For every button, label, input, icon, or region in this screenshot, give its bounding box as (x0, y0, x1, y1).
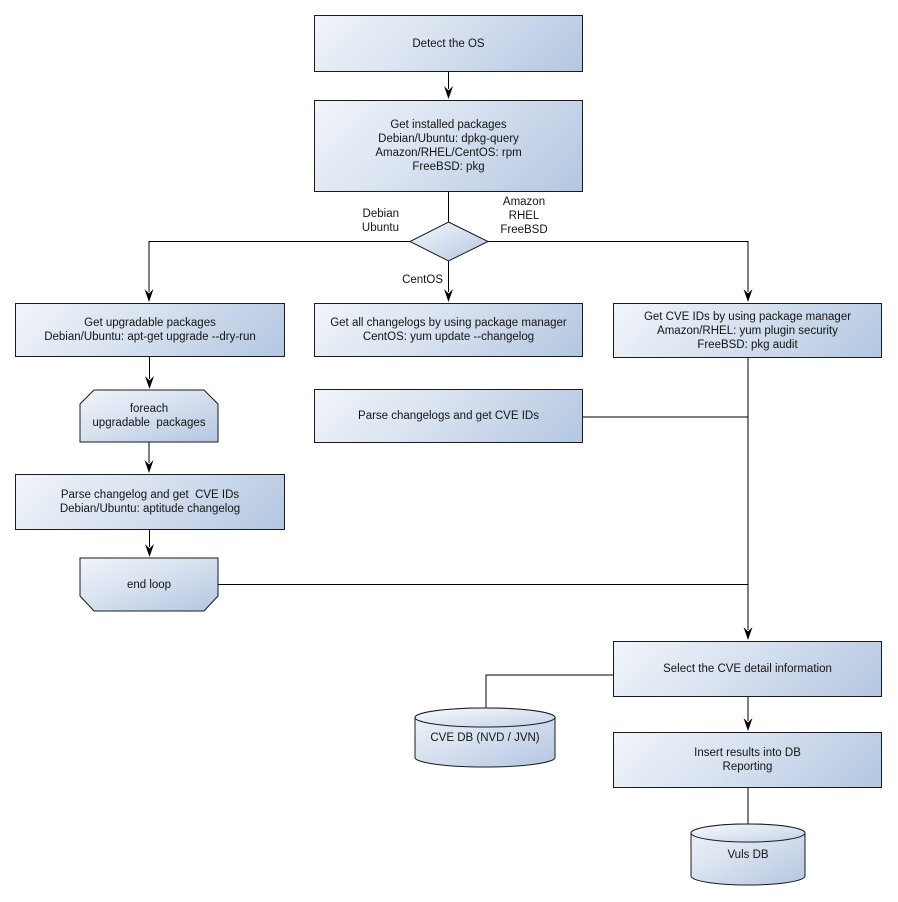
node-endloop-shape (79, 557, 219, 612)
node-os-decision-diamond (408, 221, 490, 262)
arrowhead (743, 289, 753, 302)
arrowhead (444, 289, 453, 302)
node-get-all-changelogs: Get all changelogs by using package mana… (314, 303, 583, 357)
node-cve-db-label: CVE DB (NVD / JVN) (430, 732, 540, 744)
node-parse-changelog: Parse changelog and get CVE IDs Debian/U… (15, 474, 285, 530)
node-insert-results: Insert results into DB Reporting (613, 732, 882, 788)
node-get-installed-packages: Get installed packages Debian/Ubuntu: dp… (314, 100, 583, 192)
arrowhead (145, 544, 154, 557)
arrowhead (444, 86, 453, 99)
edge-label-centos: CentOS (402, 274, 443, 286)
node-select-cve-detail: Select the CVE detail information (613, 641, 882, 697)
node-get-cve-ids: Get CVE IDs by using package manager Ama… (613, 303, 882, 358)
cve-db-cylinder-top (414, 707, 556, 728)
edge-label-amazon-rhel-freebsd: Amazon RHEL FreeBSD (500, 196, 548, 236)
arrowhead (743, 627, 753, 640)
edge-label-debian-ubuntu: Debian Ubuntu (361, 208, 399, 234)
node-detect-os: Detect the OS (314, 15, 583, 72)
node-foreach-shape (79, 389, 219, 443)
arrowhead (144, 289, 154, 302)
arrowhead (145, 376, 154, 389)
edge-decision-to-cveids (488, 241, 749, 292)
node-get-upgradable-packages: Get upgradable packages Debian/Ubuntu: a… (15, 303, 285, 357)
edge-decision-to-upgradable (148, 241, 410, 292)
vuls-db-cylinder-top (690, 823, 806, 843)
arrowhead (144, 460, 154, 473)
node-parse-changelogs: Parse changelogs and get CVE IDs (314, 389, 583, 443)
node-vuls-db-label: Vuls DB (727, 849, 769, 861)
edge-cvedb-to-select (485, 674, 613, 708)
node-endloop-label: end loop (126, 578, 172, 591)
arrowhead (743, 718, 753, 731)
node-foreach-label: foreach upgradable packages (92, 403, 206, 429)
